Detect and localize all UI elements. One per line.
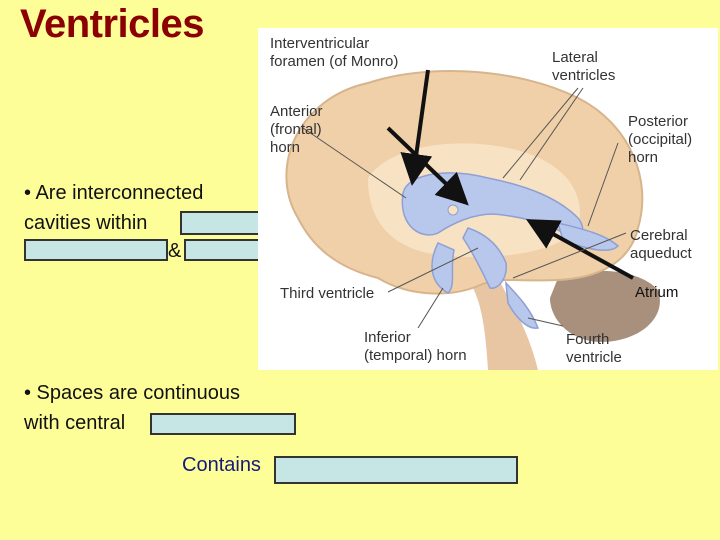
label-posterior-3: horn: [628, 149, 658, 166]
bullet-continuous: • Spaces are continuous with central: [24, 378, 324, 438]
label-cerebral-1: Cerebral: [630, 227, 688, 244]
label-posterior-2: (occipital): [628, 131, 692, 148]
answer-blank-2[interactable]: [24, 239, 168, 261]
label-cerebral-2: aqueduct: [630, 245, 693, 262]
bullet-interconnected: • Are interconnected cavities within: [24, 178, 264, 238]
brain-ventricles-figure: Interventricular foramen (of Monro) Late…: [258, 28, 718, 370]
brain-diagram: Interventricular foramen (of Monro) Late…: [270, 35, 693, 370]
label-fourth-1: Fourth: [566, 331, 609, 348]
brainstem-shape: [473, 278, 538, 370]
third-ventricle-shape: [462, 227, 507, 289]
contains-label: Contains: [182, 454, 261, 476]
label-atrium: Atrium: [635, 284, 678, 301]
answer-blank-5[interactable]: [274, 456, 518, 484]
label-inferior-2: (temporal) horn: [364, 347, 467, 364]
bullet-2-line-2: with central: [24, 412, 126, 434]
label-lateral-1: Lateral: [552, 49, 598, 66]
label-third-ventricle: Third ventricle: [280, 285, 374, 302]
answer-blank-4[interactable]: [150, 413, 296, 435]
label-inferior-1: Inferior: [364, 329, 411, 346]
label-interventricular-1: Interventricular: [270, 35, 369, 52]
bullet-1-ampersand: &: [168, 240, 182, 262]
bullet-1-line-1: • Are interconnected: [24, 182, 204, 204]
label-anterior-1: Anterior: [270, 103, 323, 120]
label-anterior-2: (frontal): [270, 121, 322, 138]
label-interventricular-2: foramen (of Monro): [270, 53, 398, 70]
fourth-ventricle-shape: [505, 280, 540, 329]
bullet-2-line-1: • Spaces are continuous: [24, 382, 241, 404]
label-anterior-3: horn: [270, 139, 300, 156]
cerebellum-shape: [550, 270, 660, 343]
bullet-1-line-2: cavities within: [24, 212, 148, 234]
label-lateral-2: ventricles: [552, 67, 615, 84]
label-posterior-1: Posterior: [628, 113, 688, 130]
slide-title: Ventricles: [20, 2, 205, 46]
label-fourth-2: ventricle: [566, 349, 622, 366]
